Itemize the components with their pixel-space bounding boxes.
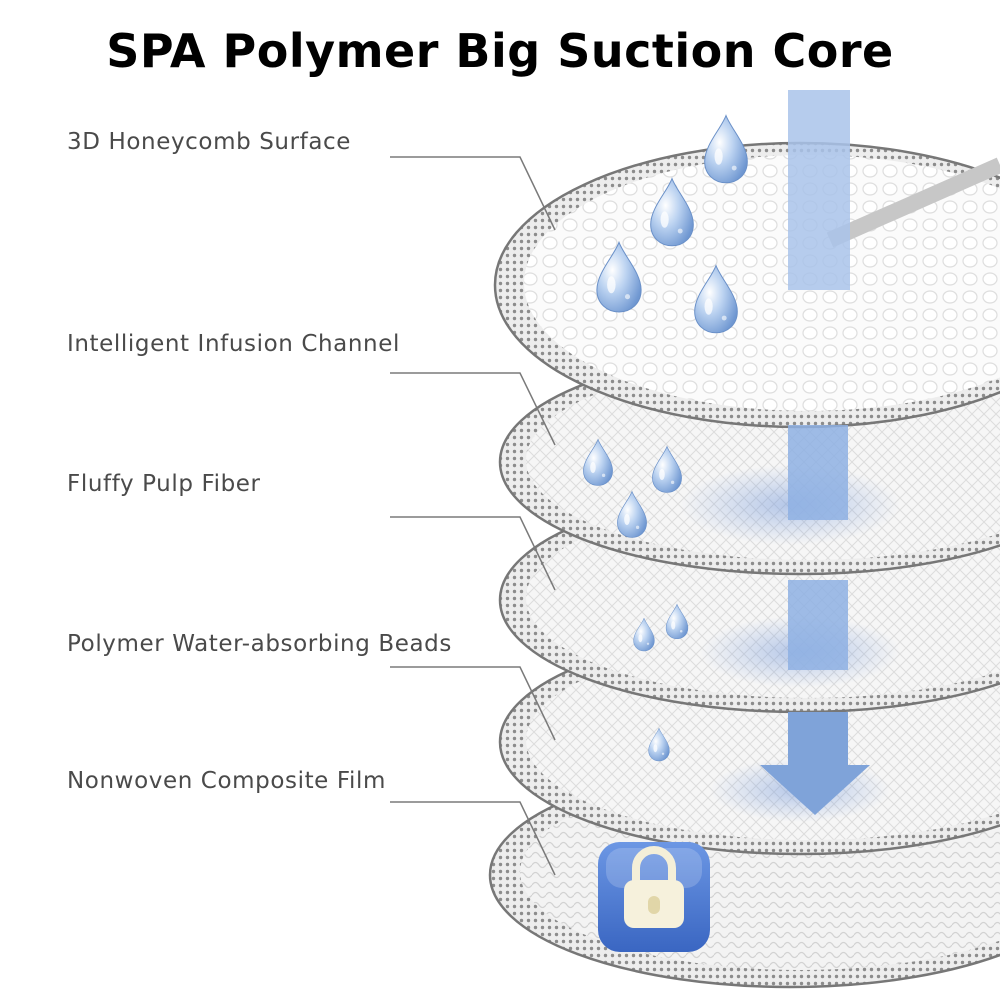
page-title: SPA Polymer Big Suction Core [106, 24, 894, 78]
leader-lines [390, 156, 556, 876]
layer-label-infusion-channel: Intelligent Infusion Channel [67, 331, 400, 357]
leader-line-4 [390, 666, 556, 741]
leader-line-5 [390, 801, 556, 876]
layer-label-absorbing-beads: Polymer Water-absorbing Beads [67, 631, 452, 657]
leader-line-3 [390, 516, 556, 591]
layer-disc-1 [493, 141, 1000, 429]
layer-label-pulp-fiber: Fluffy Pulp Fiber [67, 471, 261, 497]
leader-line-1 [390, 156, 556, 231]
water-droplet-icon [704, 115, 748, 184]
down-arrow-icon [760, 90, 870, 815]
layer-label-composite-film: Nonwoven Composite Film [67, 768, 386, 794]
layer-label-honeycomb-surface: 3D Honeycomb Surface [67, 129, 352, 155]
leader-line-2 [390, 372, 556, 446]
lock-icon [598, 842, 710, 952]
